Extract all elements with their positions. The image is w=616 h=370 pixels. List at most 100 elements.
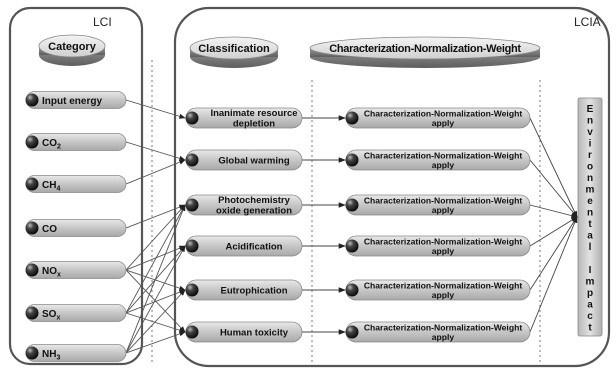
cnw-label: apply [432,205,455,215]
classification-item: Global warming [185,149,303,171]
category-label: CO2 [42,138,61,151]
category-label: Category [48,41,97,53]
impact-letter: p [587,288,593,299]
impact-letter: m [586,185,595,196]
link-line [125,289,186,354]
link-line [529,216,578,291]
impact-letter: n [587,116,593,127]
classification-label: Human toxicity [220,327,289,338]
link-line [125,204,186,271]
link-line [125,141,186,161]
link-line [125,245,186,271]
classification-label: depletion [233,119,275,130]
bullet-icon [25,306,39,320]
category-pill [25,344,127,362]
cnw-header: Characterization-Normalization-Weight [309,36,541,68]
classification-label: Inanimate resource [210,108,297,119]
classification-item: Eutrophication [185,279,303,301]
cnw-label: apply [432,246,455,256]
cnw-label: Characterization-Normalization-Weight [364,150,523,160]
cnw-label: apply [432,290,455,300]
impact-letter: r [588,150,592,161]
impact-letter: t [588,323,592,334]
impact-letter: v [587,127,593,138]
cnw-item: Characterization-Normalization-Weightapp… [345,194,531,216]
lci-title: LCI [93,15,112,29]
cnw-item: Characterization-Normalization-Weightapp… [345,235,531,257]
impact-letter: l [589,242,592,253]
classification-label: Global warming [218,155,289,166]
impact-letter: e [587,196,593,207]
link-line [125,312,186,333]
impact-letter: o [587,162,593,173]
category-pill [25,261,127,279]
category-label: NH3 [42,349,60,362]
category-item: CO [25,219,127,237]
category-label: CO [42,224,57,235]
category-item: CH4 [25,175,127,193]
bullet-icon [345,153,359,167]
link-line [529,216,578,247]
bullet-icon [345,325,359,339]
category-label: Input energy [42,96,102,107]
link-line [125,331,186,354]
bullet-icon [185,239,199,253]
category-item: Input energy [25,91,127,109]
impact-letter: I [589,265,592,276]
lcia-title: LCIA [574,15,601,29]
impact-letter: i [589,139,592,150]
category-item: CO2 [25,133,127,151]
link-line [125,99,186,119]
cnw-label: Characterization-Normalization-Weight [364,108,523,118]
bullet-icon [25,263,39,277]
classification-label: oxide generation [216,206,292,217]
bullet-icon [25,346,39,360]
cnw-label: Characterization-Normalization-Weight [364,236,523,246]
impact-letter: a [587,300,593,311]
impact-letter: t [588,219,592,230]
category-header: Category [38,34,106,66]
bullet-icon [25,221,39,235]
classification-label: Acidification [225,241,282,252]
impact-letter: n [587,173,593,184]
link-line [125,245,186,354]
category-label: NOx [42,266,61,279]
bullet-icon [25,93,39,107]
impact-letter: n [587,208,593,219]
category-pill [25,219,127,237]
cnw-label: apply [432,118,455,128]
link-line [125,269,186,333]
cnw-label: Characterization-Normalization-Weight [364,195,523,205]
link-line [125,204,186,314]
cnw-label: Characterization-Normalization-Weight [329,43,521,55]
category-item: NOx [25,261,127,279]
bullet-icon [345,283,359,297]
link-line [125,289,186,314]
category-item: SOx [25,304,127,322]
cnw-item: Characterization-Normalization-Weightapp… [345,321,531,343]
cnw-label: Characterization-Normalization-Weight [364,322,523,332]
link-line [529,159,578,218]
cnw-item: Characterization-Normalization-Weightapp… [345,107,531,129]
bullet-icon [185,153,199,167]
link-line [529,117,578,218]
impact-letter: m [586,277,595,288]
link-line [125,204,186,354]
lcia-panel [173,6,611,368]
link-line [125,159,186,185]
bullet-icon [345,198,359,212]
classification-label: Photochemistry [218,195,291,206]
bullet-icon [185,111,199,125]
classification-label: Eutrophication [220,285,287,296]
category-label: CH4 [42,180,60,193]
bullet-icon [25,135,39,149]
category-label: SOx [42,309,60,322]
link-line [125,204,186,229]
classification-item: Acidification [185,235,303,257]
impact-letter: c [587,311,593,322]
cnw-label: apply [432,332,455,342]
cnw-label: apply [432,160,455,170]
